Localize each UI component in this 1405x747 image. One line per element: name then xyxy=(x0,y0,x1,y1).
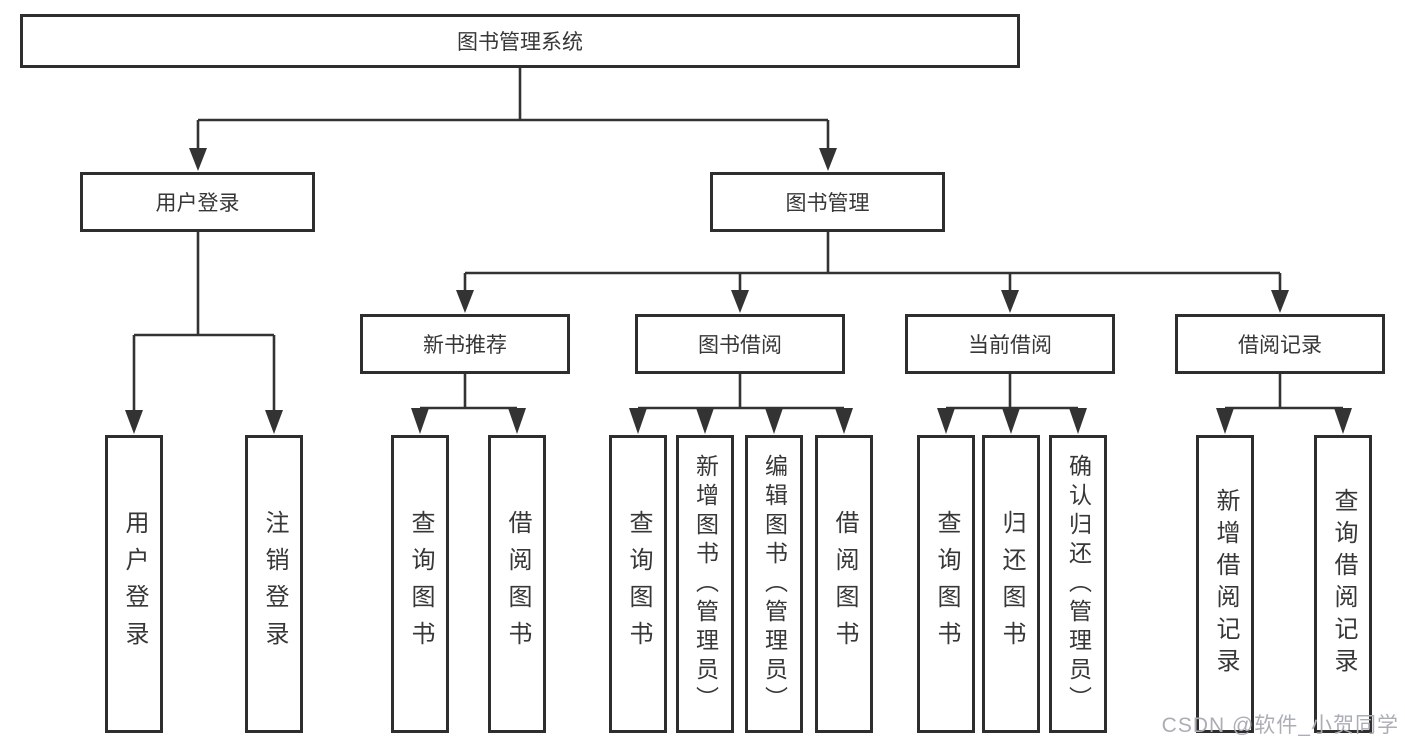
connector-bookmgmt-to-level3 xyxy=(456,232,1289,313)
leaf-query-books-recommend: 查询图书 xyxy=(391,435,449,733)
node-root: 图书管理系统 xyxy=(20,14,1020,68)
node-current-borrow: 当前借阅 xyxy=(905,314,1115,374)
connector-current-to-leaves xyxy=(937,374,1087,434)
leaf-confirm-return-admin: 确认归还（管理员） xyxy=(1049,435,1107,733)
leaf-query-books-current: 查询图书 xyxy=(917,435,975,733)
node-book-borrow: 图书借阅 xyxy=(635,314,845,374)
node-book-management: 图书管理 xyxy=(710,172,945,232)
leaf-borrow-books-recommend: 借阅图书 xyxy=(488,435,546,733)
node-user-login: 用户登录 xyxy=(80,172,315,232)
connector-recommend-to-leaves xyxy=(411,374,526,434)
watermark: CSDN @软件_小贺同学 xyxy=(1161,714,1399,737)
leaf-logout: 注销登录 xyxy=(245,435,303,733)
connector-root-to-level2 xyxy=(189,68,837,171)
leaf-query-borrow-record: 查询借阅记录 xyxy=(1314,435,1372,733)
connector-records-to-leaves xyxy=(1216,374,1352,434)
leaf-user-login: 用户登录 xyxy=(105,435,163,733)
node-new-book-recommend: 新书推荐 xyxy=(360,314,570,374)
connector-userlogin-to-leaves xyxy=(125,232,283,434)
node-borrow-records: 借阅记录 xyxy=(1175,314,1385,374)
leaf-query-books-borrow: 查询图书 xyxy=(609,435,667,733)
leaf-edit-books-admin: 编辑图书（管理员） xyxy=(745,435,803,733)
leaf-return-books: 归还图书 xyxy=(982,435,1040,733)
leaf-borrow-books-borrow: 借阅图书 xyxy=(815,435,873,733)
leaf-add-borrow-record: 新增借阅记录 xyxy=(1196,435,1254,733)
connector-borrow-to-leaves xyxy=(629,374,853,434)
leaf-add-books-admin: 新增图书（管理员） xyxy=(676,435,734,733)
